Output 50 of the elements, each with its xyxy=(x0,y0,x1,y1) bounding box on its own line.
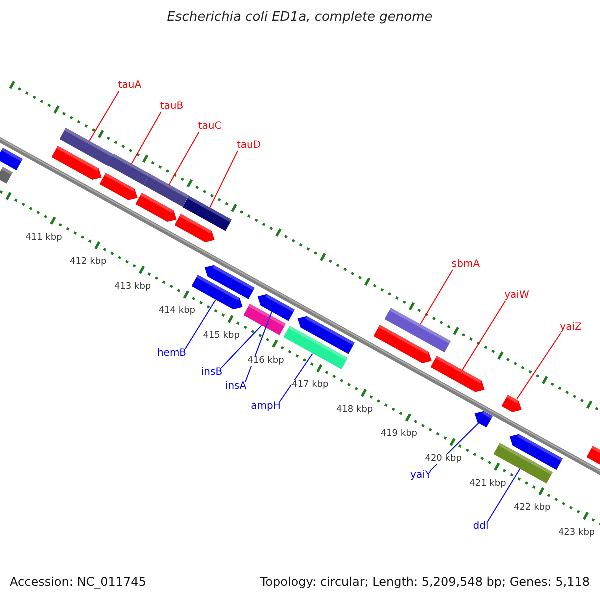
leader-line xyxy=(210,150,238,208)
footer-text: Accession: NC_011745 xyxy=(10,576,146,588)
gene-label: yaiZ xyxy=(560,322,582,334)
gene-block xyxy=(384,308,451,352)
leader-line xyxy=(89,90,120,142)
scale-label: 413 kbp xyxy=(114,282,152,292)
scale-label: 415 kbp xyxy=(203,330,240,341)
gene-block xyxy=(182,196,232,232)
scale-label: 421 kbp xyxy=(470,478,506,488)
scale-label: 423 kbp xyxy=(558,528,596,538)
leader-line xyxy=(487,468,521,522)
gene-label: hemB xyxy=(157,348,187,360)
gene-label: sbmA xyxy=(452,259,480,271)
gene-label: ddl xyxy=(473,521,489,533)
gene-label: yaiY xyxy=(410,470,432,482)
scale-label: 418 kbp xyxy=(336,404,374,415)
leader-line xyxy=(245,311,273,382)
scale-label: 411 kbp xyxy=(26,232,62,243)
leader-line xyxy=(168,132,200,186)
gene-block xyxy=(284,326,348,370)
gene-block xyxy=(143,174,189,208)
gene-label: ampH xyxy=(251,401,281,413)
gene-block xyxy=(0,167,14,184)
scale-label: 414 kbp xyxy=(158,306,196,316)
leader-line xyxy=(279,353,314,402)
scale-label: 420 kbp xyxy=(425,454,462,464)
scale-label: 412 kbp xyxy=(70,257,107,268)
gene-label: tauD xyxy=(236,140,262,152)
gene-label: insB xyxy=(201,367,223,379)
gene-block xyxy=(0,148,24,171)
scale-label: 416 kbp xyxy=(248,356,284,366)
scale-label: 422 kbp xyxy=(514,503,551,514)
leader-line xyxy=(131,112,162,165)
footer-text: Topology: circular; Length: 5,209,548 bp; Genes: 5,118 xyxy=(260,576,590,588)
title: Escherichia coli ED1a, complete genome xyxy=(167,12,433,24)
gene-label: yaiW xyxy=(504,290,530,302)
gene-label: insA xyxy=(225,381,247,393)
leader-line xyxy=(221,325,262,368)
gene-block xyxy=(244,304,286,336)
gene-label: tauA xyxy=(118,80,142,92)
leader-line xyxy=(462,300,506,371)
gene-block xyxy=(59,128,114,166)
gene-label: tauB xyxy=(160,101,184,113)
gene-label: tauC xyxy=(198,121,222,133)
scale-label: 417 kbp xyxy=(292,380,329,390)
scale-label: 419 kbp xyxy=(380,429,418,440)
gene-block xyxy=(107,154,150,186)
leader-line xyxy=(516,332,562,400)
leader-line xyxy=(185,300,216,350)
leader-line xyxy=(420,270,454,325)
